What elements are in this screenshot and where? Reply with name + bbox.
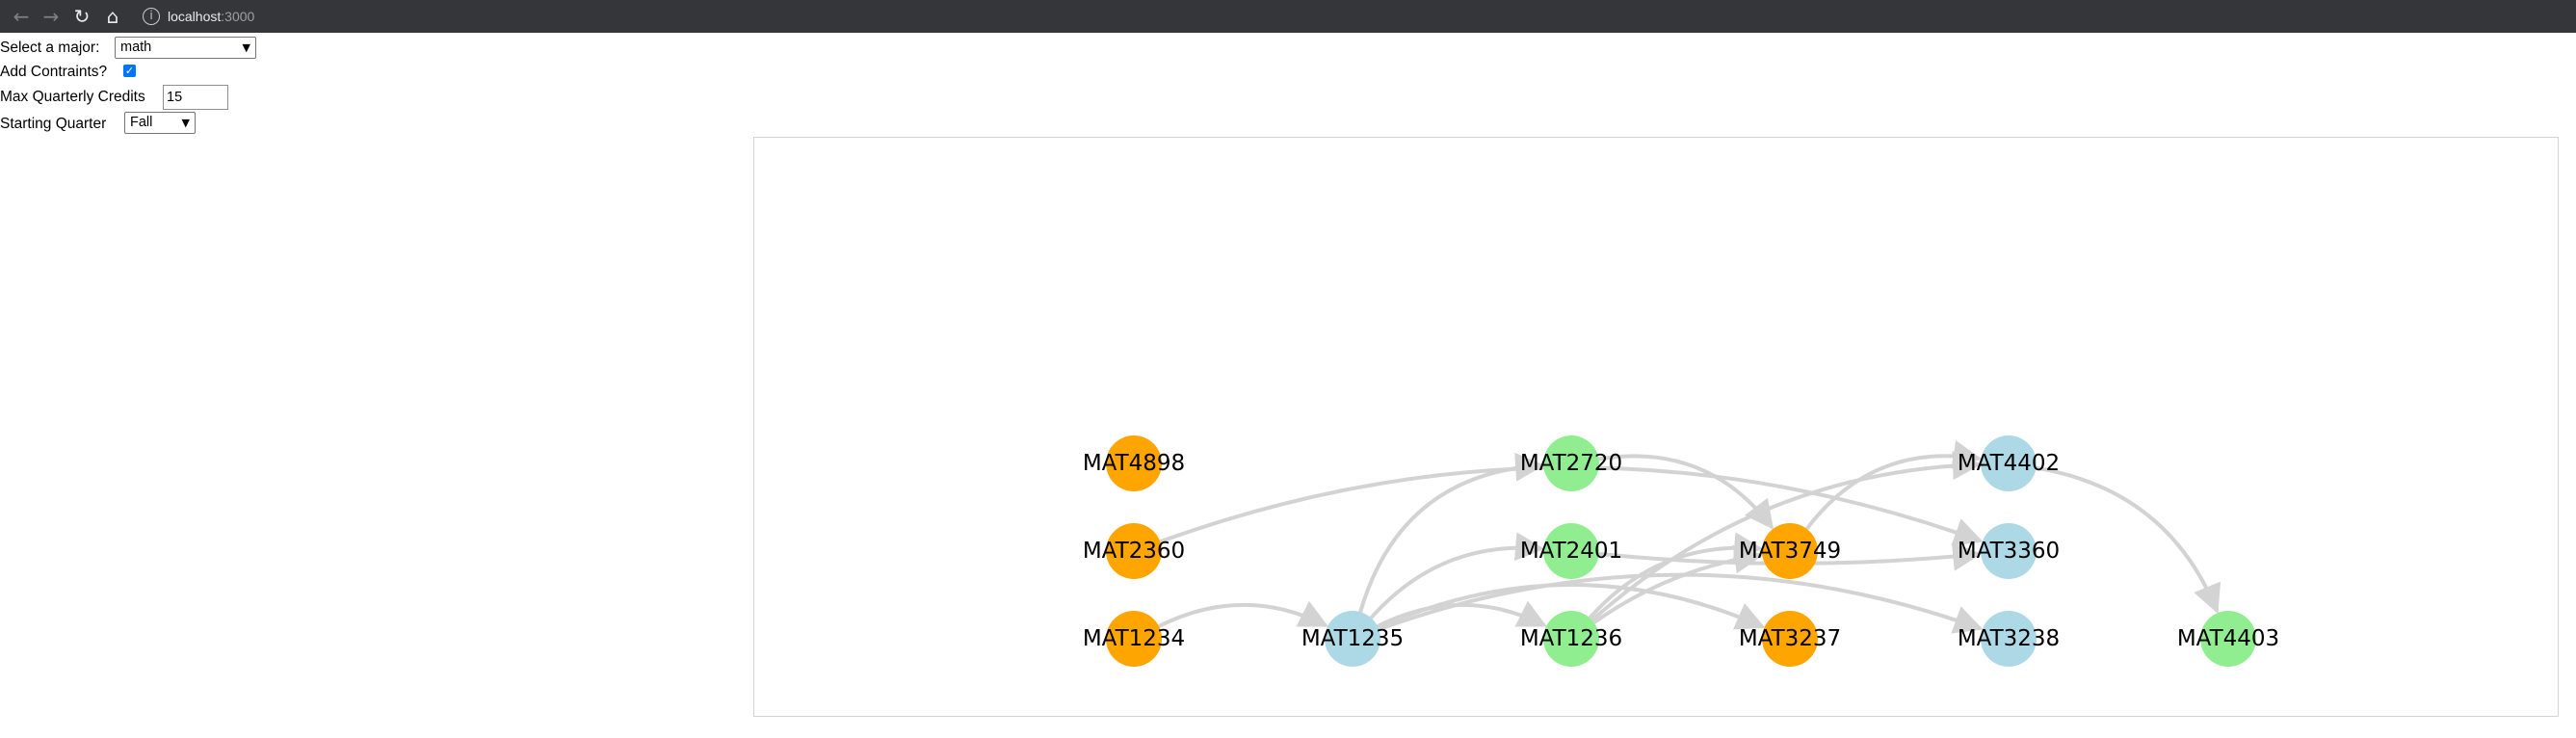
node-label: MAT4898 [1083, 451, 1185, 476]
edge-mat1234-mat1235 [1158, 600, 1328, 628]
node-mat3237[interactable]: MAT3237 [1739, 611, 1841, 667]
edge-mat4402-mat4403 [2036, 465, 2221, 615]
node-circle [1543, 435, 1599, 491]
node-circle [1106, 523, 1162, 579]
url-port: :3000 [221, 9, 255, 24]
node-label: MAT1236 [1520, 626, 1622, 651]
edge-mat1235-mat3237 [1377, 583, 1766, 630]
node-circle [1325, 611, 1380, 667]
node-circle [1762, 611, 1818, 667]
node-circle [1543, 611, 1599, 667]
node-mat1234[interactable]: MAT1234 [1083, 611, 1185, 667]
node-label: MAT3238 [1958, 626, 2060, 651]
node-mat3749[interactable]: MAT3749 [1739, 523, 1841, 579]
constraints-label: Add Contraints? [0, 64, 108, 80]
major-select[interactable]: math ▼ [115, 37, 256, 59]
arrow-left-icon[interactable]: ← [13, 5, 30, 28]
credits-input[interactable]: 15 [163, 85, 228, 110]
node-label: MAT3237 [1739, 626, 1841, 651]
quarter-select-value: Fall [130, 115, 153, 130]
chevron-down-icon: ▼ [181, 117, 190, 129]
node-label: MAT2401 [1520, 539, 1622, 564]
address-bar[interactable]: localhost:3000 [168, 7, 254, 26]
browser-toolbar: ← → ↻ ⌂ i localhost:3000 [0, 0, 2576, 33]
node-circle [1981, 435, 2037, 491]
edge-mat1236-mat3749 [1592, 544, 1764, 624]
node-label: MAT3360 [1958, 539, 2060, 564]
reload-icon[interactable]: ↻ [73, 5, 91, 28]
edge-mat3749-mat4402 [1804, 440, 1983, 531]
edge-mat1235-mat3238 [1378, 572, 1984, 634]
node-mat3238[interactable]: MAT3238 [1958, 611, 2060, 667]
arrow-right-icon[interactable]: → [42, 5, 60, 28]
prerequisite-graph-frame [753, 137, 2559, 717]
info-icon[interactable]: i [143, 8, 160, 25]
node-circle [1981, 523, 2037, 579]
node-mat2401[interactable]: MAT2401 [1520, 523, 1622, 579]
node-mat3360[interactable]: MAT3360 [1958, 523, 2060, 579]
home-icon[interactable]: ⌂ [106, 5, 119, 28]
node-label: MAT1235 [1301, 626, 1404, 651]
node-mat2720[interactable]: MAT2720 [1520, 435, 1622, 491]
node-label: MAT2720 [1520, 451, 1622, 476]
node-label: MAT1234 [1083, 626, 1185, 651]
node-mat1235[interactable]: MAT1235 [1301, 611, 1404, 667]
quarter-select[interactable]: Fall ▼ [124, 112, 196, 134]
major-label: Select a major: [0, 40, 100, 56]
url-host: localhost [168, 9, 222, 24]
chevron-down-icon: ▼ [242, 41, 250, 54]
node-mat4403[interactable]: MAT4403 [2177, 611, 2279, 667]
quarter-label: Starting Quarter [0, 116, 107, 132]
major-select-value: math [120, 40, 152, 55]
node-mat4898[interactable]: MAT4898 [1083, 435, 1185, 491]
node-circle [1762, 523, 1818, 579]
node-label: MAT2360 [1083, 539, 1185, 564]
node-circle [2200, 611, 2256, 667]
edge-mat1235-mat2401 [1369, 532, 1545, 619]
credits-label: Max Quarterly Credits [0, 89, 145, 105]
edge-mat1236-mat4402 [1590, 451, 1983, 622]
edge-mat2720-mat3749 [1598, 454, 1774, 530]
node-label: MAT4402 [1958, 451, 2060, 476]
node-label: MAT3749 [1739, 539, 1841, 564]
constraints-checkbox[interactable]: ✓ [123, 65, 136, 77]
node-circle [1543, 523, 1599, 579]
node-mat1236[interactable]: MAT1236 [1520, 611, 1622, 667]
node-mat2360[interactable]: MAT2360 [1083, 523, 1185, 579]
node-circle [1981, 611, 2037, 667]
node-circle [1106, 435, 1162, 491]
node-label: MAT4403 [2177, 626, 2279, 651]
node-mat4402[interactable]: MAT4402 [1958, 435, 2060, 491]
node-circle [1106, 611, 1162, 667]
